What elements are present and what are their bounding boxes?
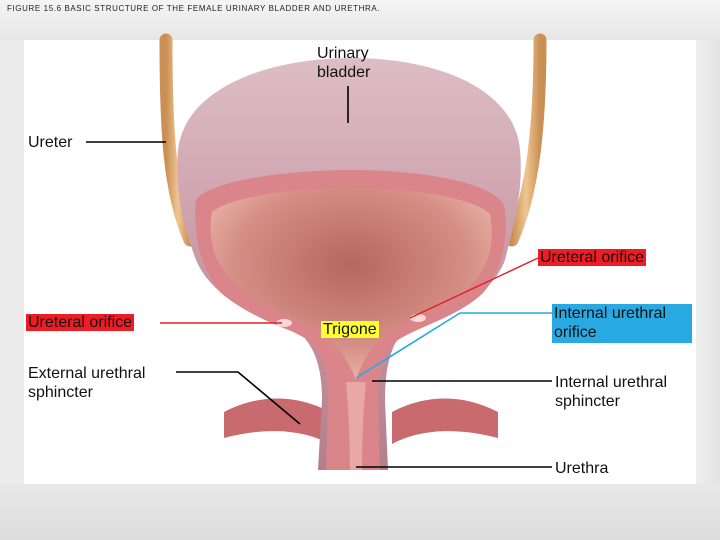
slide-top-band	[0, 0, 720, 40]
pelvic-floor-muscle-right	[392, 398, 498, 444]
label-external-urethral-sphincter: External urethral sphincter	[28, 365, 146, 401]
figure-title: FIGURE 15.6 BASIC STRUCTURE OF THE FEMAL…	[7, 4, 381, 13]
leader-external-urethral-sphincter	[176, 371, 301, 425]
leader-ureteral-orifice-right	[409, 257, 539, 319]
slide-bottom-band	[0, 484, 720, 540]
bladder-cavity	[210, 188, 492, 380]
label-internal-urethral-orifice: Internal urethral orifice	[552, 304, 692, 343]
leader-internal-urethral-orifice	[355, 312, 552, 379]
label-trigone: Trigone	[321, 321, 379, 338]
pelvic-floor-muscle	[224, 398, 330, 444]
right-ureteral-orifice-mark	[410, 314, 426, 322]
left-ureteral-orifice-mark	[276, 319, 292, 327]
urethra-lumen	[346, 382, 366, 470]
right-ureter	[505, 33, 547, 247]
left-ureter	[159, 33, 197, 247]
slide-right-band	[696, 40, 720, 484]
label-internal-urethral-sphincter: Internal urethral sphincter	[555, 374, 668, 410]
label-ureteral-orifice-right: Ureteral orifice	[538, 249, 647, 266]
label-urinary-bladder: Urinary bladder	[317, 45, 371, 81]
label-urethra: Urethra	[555, 460, 609, 477]
label-ureter: Ureter	[28, 134, 73, 151]
label-ureteral-orifice-left: Ureteral orifice	[26, 314, 135, 331]
